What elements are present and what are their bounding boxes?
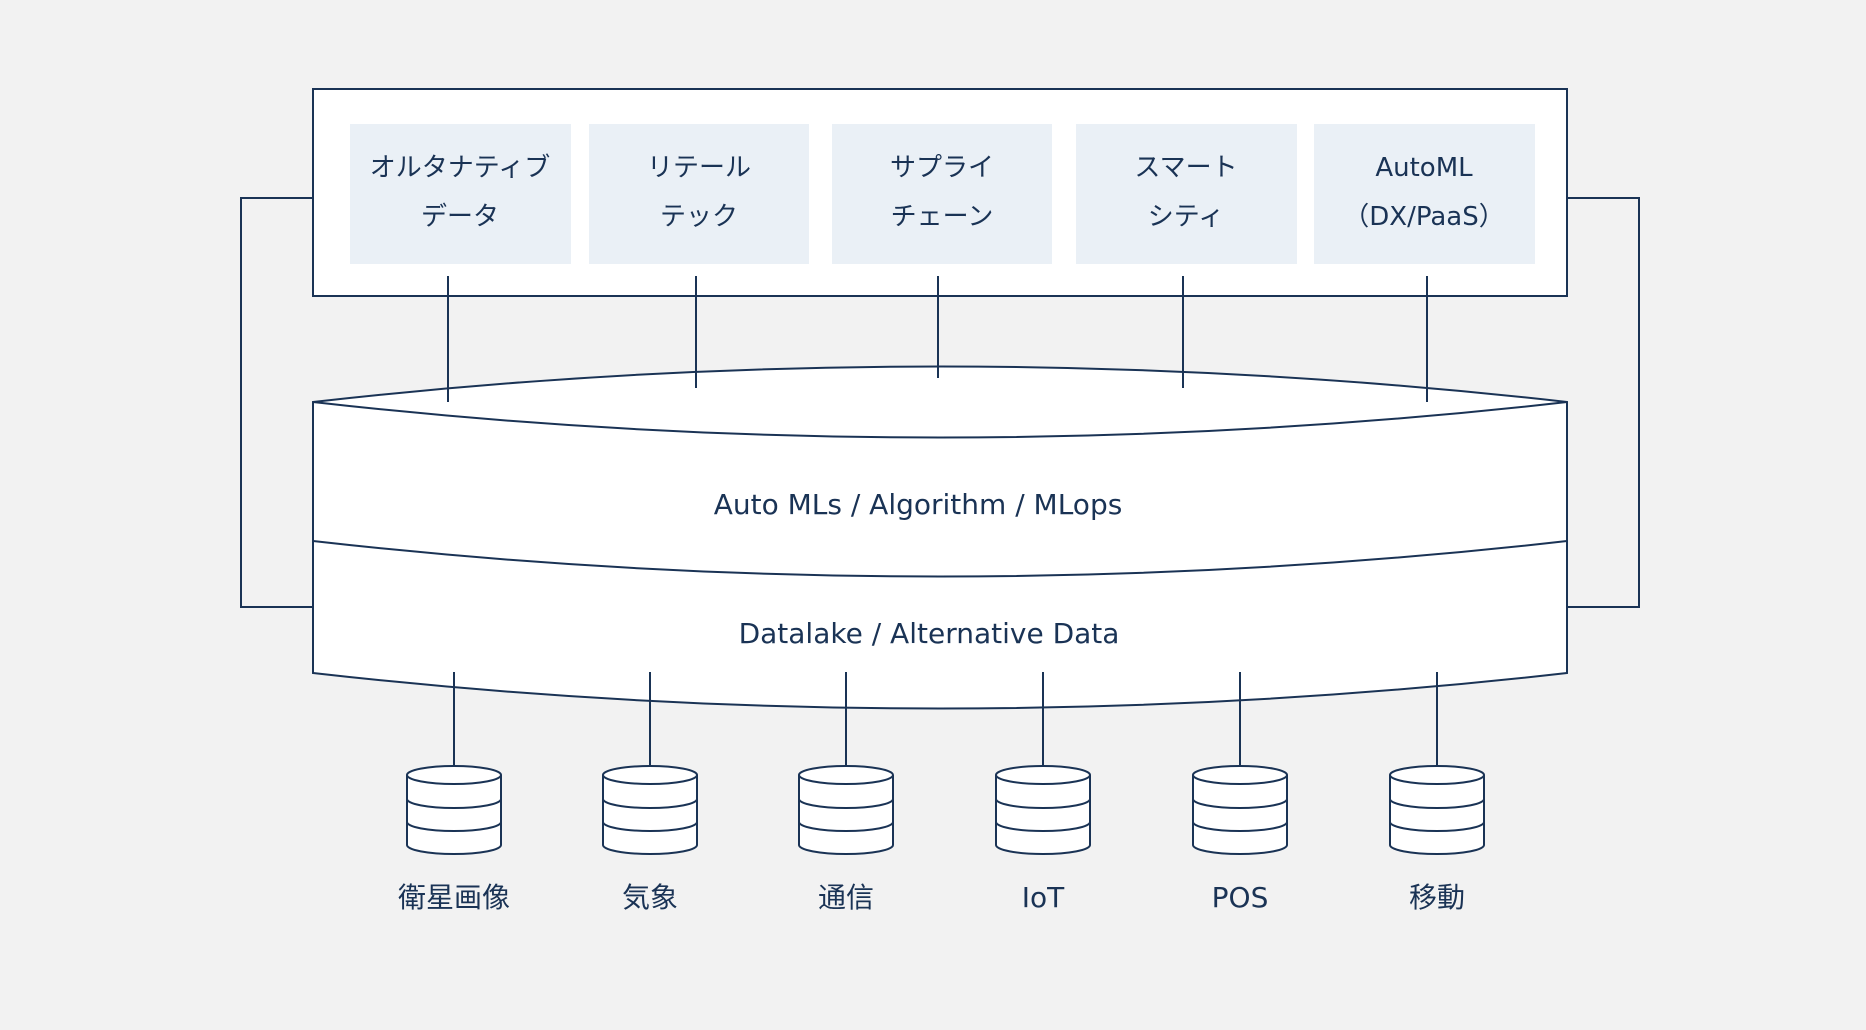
application-label-line2: チェーン	[891, 202, 994, 232]
database-icon	[798, 765, 894, 855]
application-tile: AutoML （DX/PaaS）	[1314, 124, 1535, 264]
application-tile: オルタナティブ データ	[350, 124, 571, 264]
data-source-label: 気象	[622, 881, 678, 914]
data-source-label: IoT	[1022, 881, 1065, 914]
platform-cylinder-top-rim	[312, 401, 1568, 439]
database-icon	[1389, 765, 1485, 855]
platform-lower-layer-label: Datalake / Alternative Data	[739, 617, 1120, 650]
application-label-line2: テック	[660, 202, 738, 232]
data-source-label: POS	[1212, 881, 1269, 914]
data-source-label: 移動	[1409, 881, 1465, 914]
data-source: 衛星画像	[398, 672, 510, 914]
application-tile: リテール テック	[589, 124, 809, 264]
database-icon	[406, 765, 502, 855]
application-label-line1: スマート	[1134, 153, 1237, 183]
application-label-line2: データ	[421, 202, 499, 232]
platform-layer-divider	[312, 540, 1568, 578]
application-label-line2: （DX/PaaS）	[1343, 202, 1504, 232]
application-label-line1: AutoML	[1375, 153, 1473, 183]
database-icon	[1192, 765, 1288, 855]
data-source: POS	[1192, 672, 1288, 914]
application-tile: サプライ チェーン	[832, 124, 1052, 264]
data-source: 気象	[602, 672, 698, 914]
data-source: 移動	[1389, 672, 1485, 914]
data-source-label: 通信	[818, 881, 874, 914]
application-label-line1: リテール	[647, 153, 751, 183]
database-icon	[995, 765, 1091, 855]
database-icon	[602, 765, 698, 855]
application-label-line1: オルタナティブ	[370, 153, 550, 183]
data-source-label: 衛星画像	[398, 881, 510, 914]
left-feedback-connector	[240, 197, 313, 608]
application-label-line1: サプライ	[890, 153, 994, 183]
application-tile: スマート シティ	[1076, 124, 1297, 264]
data-source: IoT	[995, 672, 1091, 914]
platform-cylinder-body	[312, 365, 1568, 710]
right-feedback-connector	[1567, 197, 1640, 608]
application-label-line2: シティ	[1148, 202, 1224, 232]
data-source: 通信	[798, 672, 894, 914]
platform-upper-layer-label: Auto MLs / Algorithm / MLops	[714, 488, 1123, 521]
